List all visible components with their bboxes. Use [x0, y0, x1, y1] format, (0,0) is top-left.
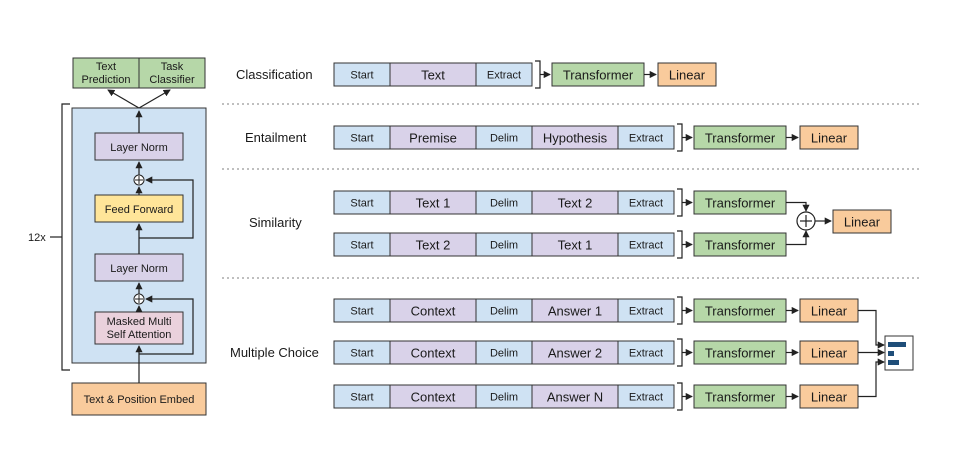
similarity-row-2-transformer-label: Transformer	[705, 238, 776, 253]
transformer-architecture: Text Prediction Task Classifier 12x Laye…	[28, 57, 207, 416]
layer-norm-bottom-label: Layer Norm	[110, 263, 167, 275]
classification-token-label-0: Start	[350, 70, 373, 82]
similarity-row-2-token-label-1: Text 2	[416, 238, 451, 253]
classification-linear-label: Linear	[669, 68, 706, 83]
entailment-token-label-1: Premise	[409, 131, 457, 146]
similarity-row-2-token-box-4	[617, 232, 675, 257]
layer-norm-top-label: Layer Norm	[110, 142, 167, 154]
softmax-bar-3	[888, 360, 899, 365]
entailment-linear-label: Linear	[811, 131, 848, 146]
similarity-row-1-token-label-3: Text 2	[558, 196, 593, 211]
multiple-choice-row-1-token-label-2: Delim	[490, 306, 518, 318]
similarity-merge-bottom	[786, 230, 810, 246]
similarity-linear-box	[832, 209, 892, 234]
residual-connection-top	[139, 176, 194, 239]
classification-linear-box	[657, 62, 717, 87]
multiple-choice-row-2-transformer-label: Transformer	[705, 346, 776, 361]
entailment-token-label-2: Delim	[490, 133, 518, 145]
classification-token-label-2: Extract	[487, 70, 521, 82]
multiple-choice-row-1-token-label-4: Extract	[629, 306, 663, 318]
multiple-choice-row-3-token-box-4	[617, 384, 675, 409]
multiple-choice-row-2-linear-label: Linear	[811, 346, 848, 361]
multiple-choice-row-1-transformer-label: Transformer	[705, 304, 776, 319]
multiple-choice-row-1-bracket	[677, 296, 683, 325]
entailment-token-label-4: Extract	[629, 133, 663, 145]
multiple-choice-row-1-token-box-4	[617, 298, 675, 323]
similarity-row-2-bracket	[677, 230, 683, 259]
text-prediction-label-1: Text	[96, 61, 116, 73]
similarity-row-1-token-label-2: Delim	[490, 198, 518, 210]
softmax-bar-1	[888, 342, 906, 347]
multiple-choice-row-2-token-label-3: Answer 2	[548, 346, 602, 361]
multiple-choice-route-1	[858, 309, 885, 349]
similarity-row-1-transformer-label: Transformer	[705, 196, 776, 211]
similarity-row-1-bracket	[677, 188, 683, 217]
multiple-choice-row-3-token-label-3: Answer N	[547, 390, 603, 405]
similarity-linear-label: Linear	[844, 215, 881, 230]
feed-forward-label: Feed Forward	[105, 204, 173, 216]
similarity-row-1-token-box-4	[617, 190, 675, 215]
multiple-choice-row-2-token-label-4: Extract	[629, 348, 663, 360]
classification-label: Classification	[236, 67, 313, 82]
multiple-choice-label: Multiple Choice	[230, 345, 319, 360]
text-prediction-box	[72, 57, 140, 89]
multiple-choice-row-1-token-label-1: Context	[411, 304, 456, 319]
classification-transformer-label: Transformer	[563, 68, 634, 83]
masked-attention-label-2: Self Attention	[107, 329, 172, 341]
multiple-choice-row-3-token-label-0: Start	[350, 392, 373, 404]
multiple-choice-row-3-token-label-1: Context	[411, 390, 456, 405]
classification-token-label-1: Text	[421, 68, 445, 83]
task-classifier-label-1: Task	[161, 61, 184, 73]
similarity-label: Similarity	[249, 215, 302, 230]
similarity-row-1-token-label-0: Start	[350, 198, 373, 210]
multiple-choice-row-2-token-label-1: Context	[411, 346, 456, 361]
entailment-label: Entailment	[245, 130, 307, 145]
multiple-choice-row-3-bracket	[677, 382, 683, 411]
multiple-choice-row-1-token-label-0: Start	[350, 306, 373, 318]
similarity-row-1-token-label-1: Text 1	[416, 196, 451, 211]
entailment-token-box-4	[617, 125, 675, 150]
multiple-choice-row-3-transformer-label: Transformer	[705, 390, 776, 405]
layer-norm-bottom-box	[94, 253, 184, 282]
softmax-bar-2	[888, 351, 894, 356]
multiple-choice-row-3-token-label-4: Extract	[629, 392, 663, 404]
entailment-bracket	[677, 123, 683, 152]
similarity-row-2-token-label-4: Extract	[629, 240, 663, 252]
multiple-choice-row-1-linear-label: Linear	[811, 304, 848, 319]
arrow-to-text-prediction	[107, 89, 140, 109]
similarity-row-2-token-label-3: Text 1	[558, 238, 593, 253]
entailment-linear-box	[799, 125, 859, 150]
multiple-choice-row-2-bracket	[677, 338, 683, 367]
arrow-to-task-classifier	[138, 89, 171, 109]
layer-norm-top-box	[94, 132, 184, 161]
repeat-bracket	[61, 103, 70, 371]
task-classifier-label-2: Classifier	[149, 74, 195, 86]
classification-bracket	[535, 60, 541, 89]
task-classifier-box	[138, 57, 206, 89]
classification-token-box-2	[475, 62, 533, 87]
multiple-choice-route-3	[858, 358, 885, 398]
entailment-token-label-3: Hypothesis	[543, 131, 608, 146]
entailment-transformer-label: Transformer	[705, 131, 776, 146]
multiple-choice-row-2-token-label-2: Delim	[490, 348, 518, 360]
multiple-choice-row-3-linear-label: Linear	[811, 390, 848, 405]
multiple-choice-row-1-token-label-3: Answer 1	[548, 304, 602, 319]
repeat-label: 12x	[28, 232, 46, 244]
feed-forward-box	[94, 194, 184, 223]
similarity-merge-top	[786, 201, 810, 212]
multiple-choice-row-2-token-box-4	[617, 340, 675, 365]
entailment-token-label-0: Start	[350, 133, 373, 145]
multiple-choice-row-3-token-label-2: Delim	[490, 392, 518, 404]
embed-label: Text & Position Embed	[84, 394, 195, 406]
similarity-row-1-token-label-4: Extract	[629, 198, 663, 210]
residual-connection-bottom	[139, 295, 194, 355]
similarity-row-2-token-label-2: Delim	[490, 240, 518, 252]
masked-attention-label-1: Masked Multi	[107, 316, 172, 328]
embed-box	[71, 382, 207, 416]
similarity-row-2-token-label-0: Start	[350, 240, 373, 252]
multiple-choice-row-2-token-label-0: Start	[350, 348, 373, 360]
text-prediction-label-2: Prediction	[82, 74, 131, 86]
